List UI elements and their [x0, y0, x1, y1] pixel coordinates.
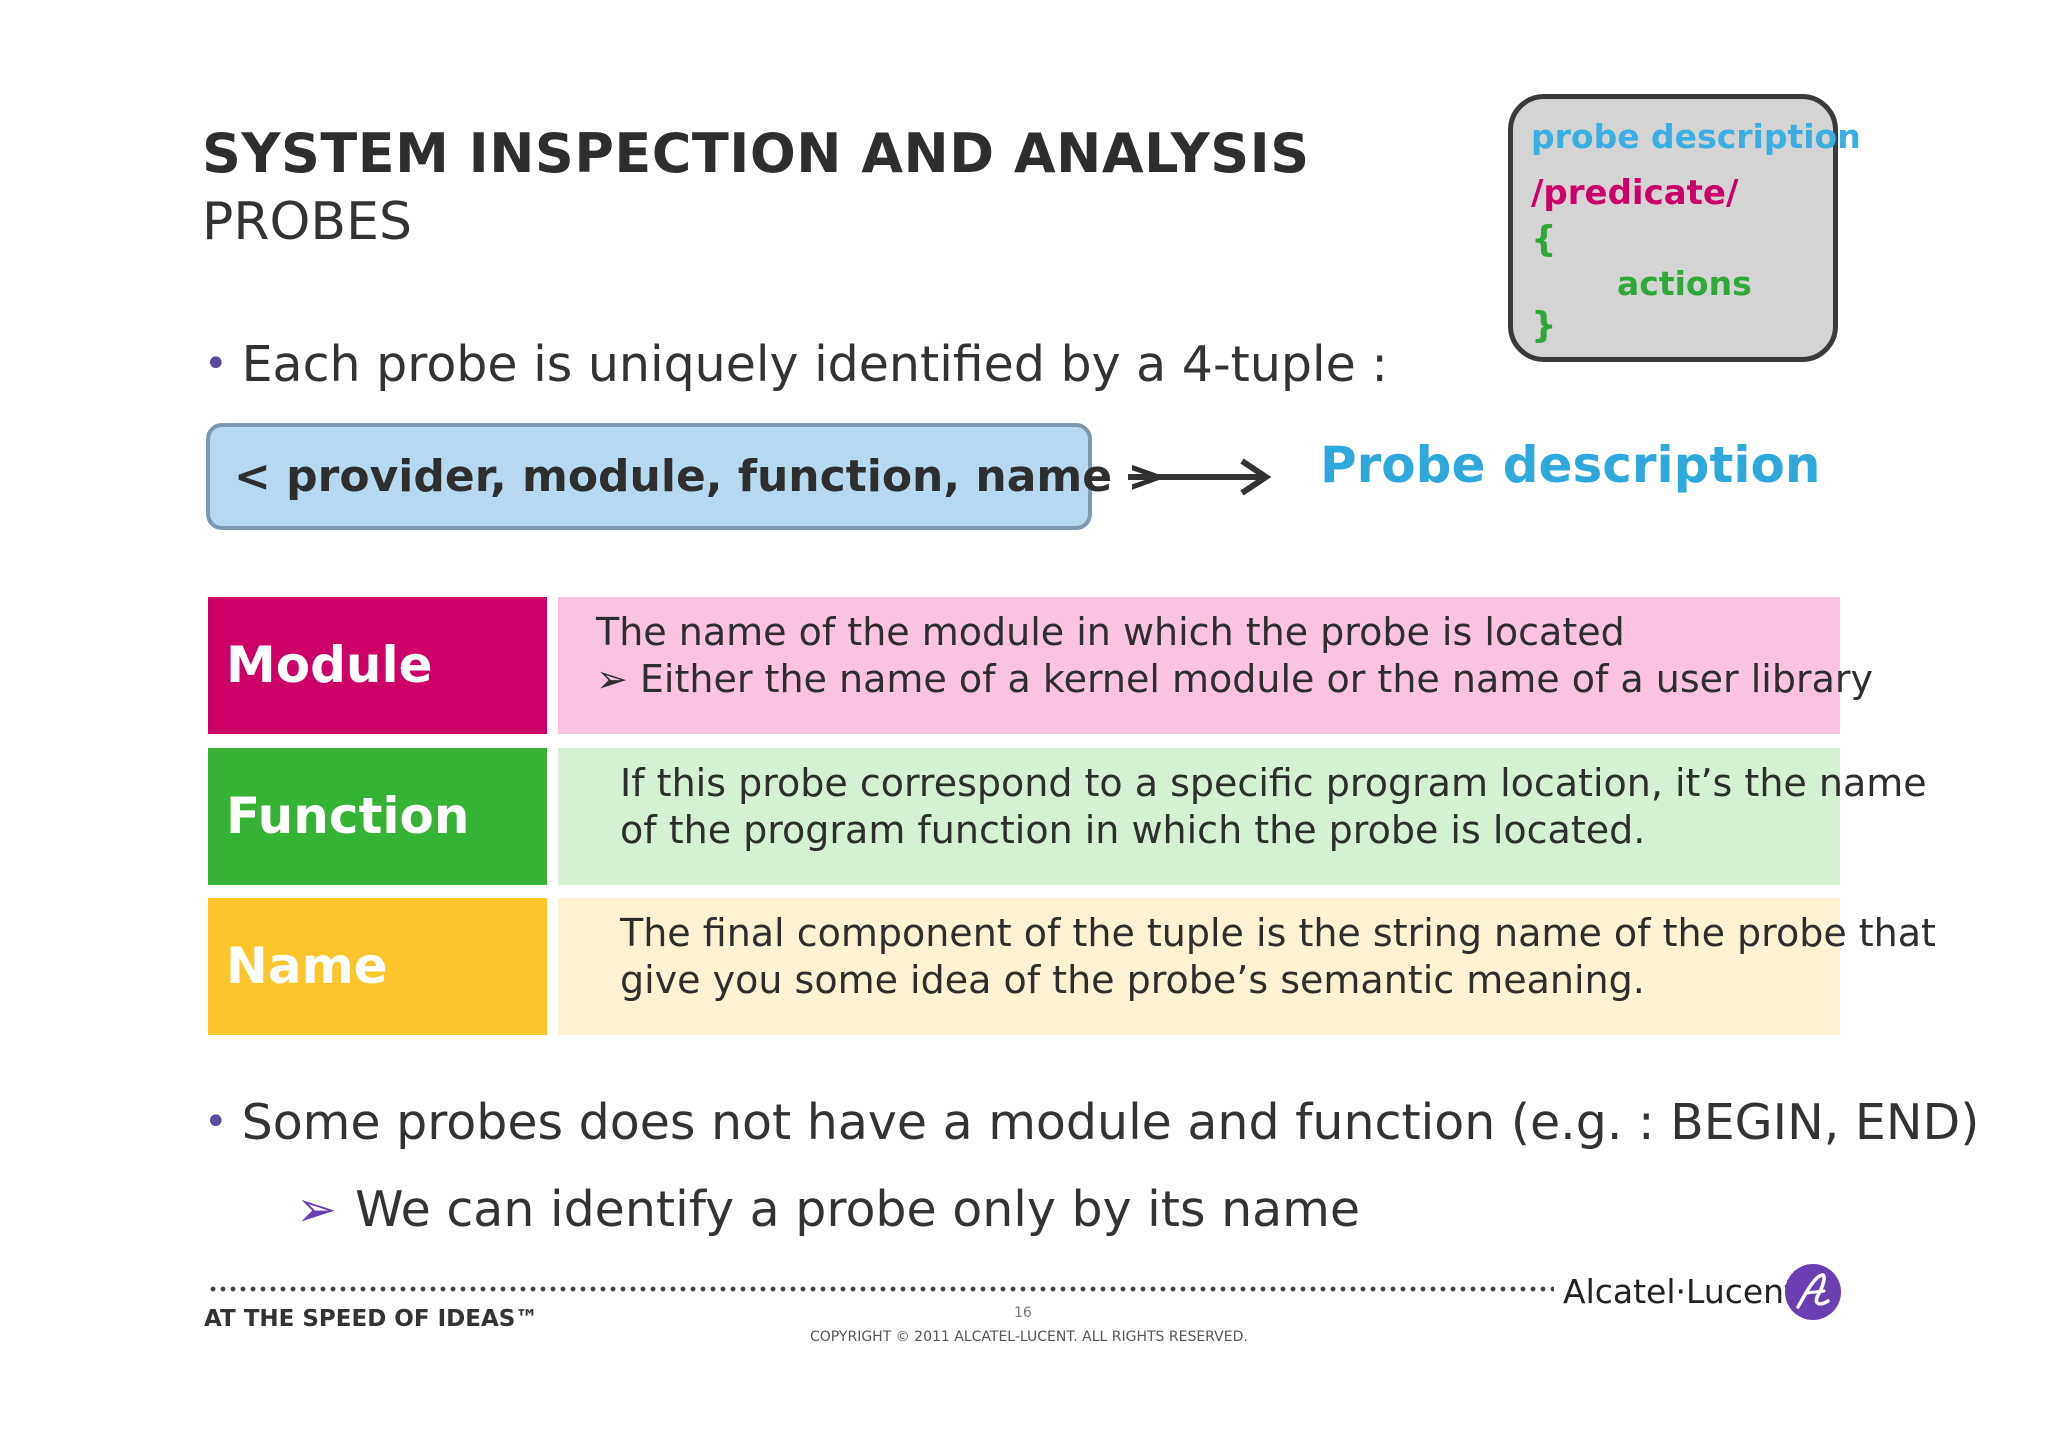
- syntax-predicate: /predicate/: [1531, 173, 1739, 213]
- sub-bullet-item: ➢ We can identify a probe only by its nam…: [296, 1181, 1360, 1238]
- row-desc-line: give you some idea of the probe’s semant…: [620, 958, 1645, 1002]
- row-label-module: Module: [208, 597, 547, 734]
- sub-bullet-text: We can identify a probe only by its name: [355, 1181, 1361, 1238]
- tuple-box: < provider, module, function, name >: [206, 423, 1164, 530]
- page-subtitle: PROBES: [202, 192, 412, 252]
- row-label-name: Name: [208, 898, 547, 1035]
- row-desc-line: The name of the module in which the prob…: [596, 610, 1625, 654]
- alcatel-lucent-logo-icon: [1785, 1264, 1841, 1320]
- row-label-function: Function: [208, 748, 547, 885]
- page-number: 16: [1014, 1305, 1032, 1321]
- syntax-open-brace: {: [1531, 219, 1557, 260]
- bullet-item: • Each probe is uniquely identified by a …: [204, 336, 1388, 393]
- syntax-description: probe description: [1531, 117, 1861, 156]
- arrow-bullet-icon: ➢: [596, 657, 640, 701]
- bullet-text: Some probes does not have a module and f…: [241, 1094, 1980, 1151]
- row-desc-name: The final component of the tuple is the …: [558, 898, 1936, 1035]
- bullet-dot-icon: •: [204, 1099, 228, 1145]
- syntax-close-brace: }: [1531, 305, 1557, 346]
- row-desc-line: The final component of the tuple is the …: [620, 911, 1936, 955]
- probe-syntax-box: probe description /predicate/ { actions …: [1508, 94, 1861, 362]
- row-desc-function: If this probe correspond to a specific p…: [558, 748, 1927, 885]
- bullet-item: • Some probes does not have a module and …: [204, 1094, 1979, 1151]
- brand-name: Alcatel·Lucent: [1563, 1272, 1798, 1311]
- footer-divider: [208, 1286, 1554, 1292]
- row-desc-subline-text: Either the name of a kernel module or th…: [639, 657, 1874, 701]
- row-desc-module: The name of the module in which the prob…: [558, 597, 1873, 734]
- right-arrow-icon: [1128, 458, 1272, 496]
- copyright-text: COPYRIGHT © 2011 ALCATEL-LUCENT. ALL RIG…: [810, 1329, 1248, 1345]
- footer-tagline: AT THE SPEED OF IDEAS™: [204, 1306, 539, 1332]
- arrow-bullet-icon: ➢: [296, 1181, 338, 1238]
- row-desc-line: of the program function in which the pro…: [620, 808, 1646, 852]
- row-desc-subline: ➢ Either the name of a kernel module or …: [596, 656, 1873, 703]
- probe-description-label: Probe description: [1320, 436, 1821, 494]
- row-desc-line: If this probe correspond to a specific p…: [620, 761, 1927, 805]
- bullet-text: Each probe is uniquely identified by a 4…: [241, 336, 1388, 393]
- syntax-actions: actions: [1617, 264, 1752, 303]
- page-title: SYSTEM INSPECTION AND ANALYSIS: [202, 122, 1310, 185]
- bullet-dot-icon: •: [204, 341, 228, 387]
